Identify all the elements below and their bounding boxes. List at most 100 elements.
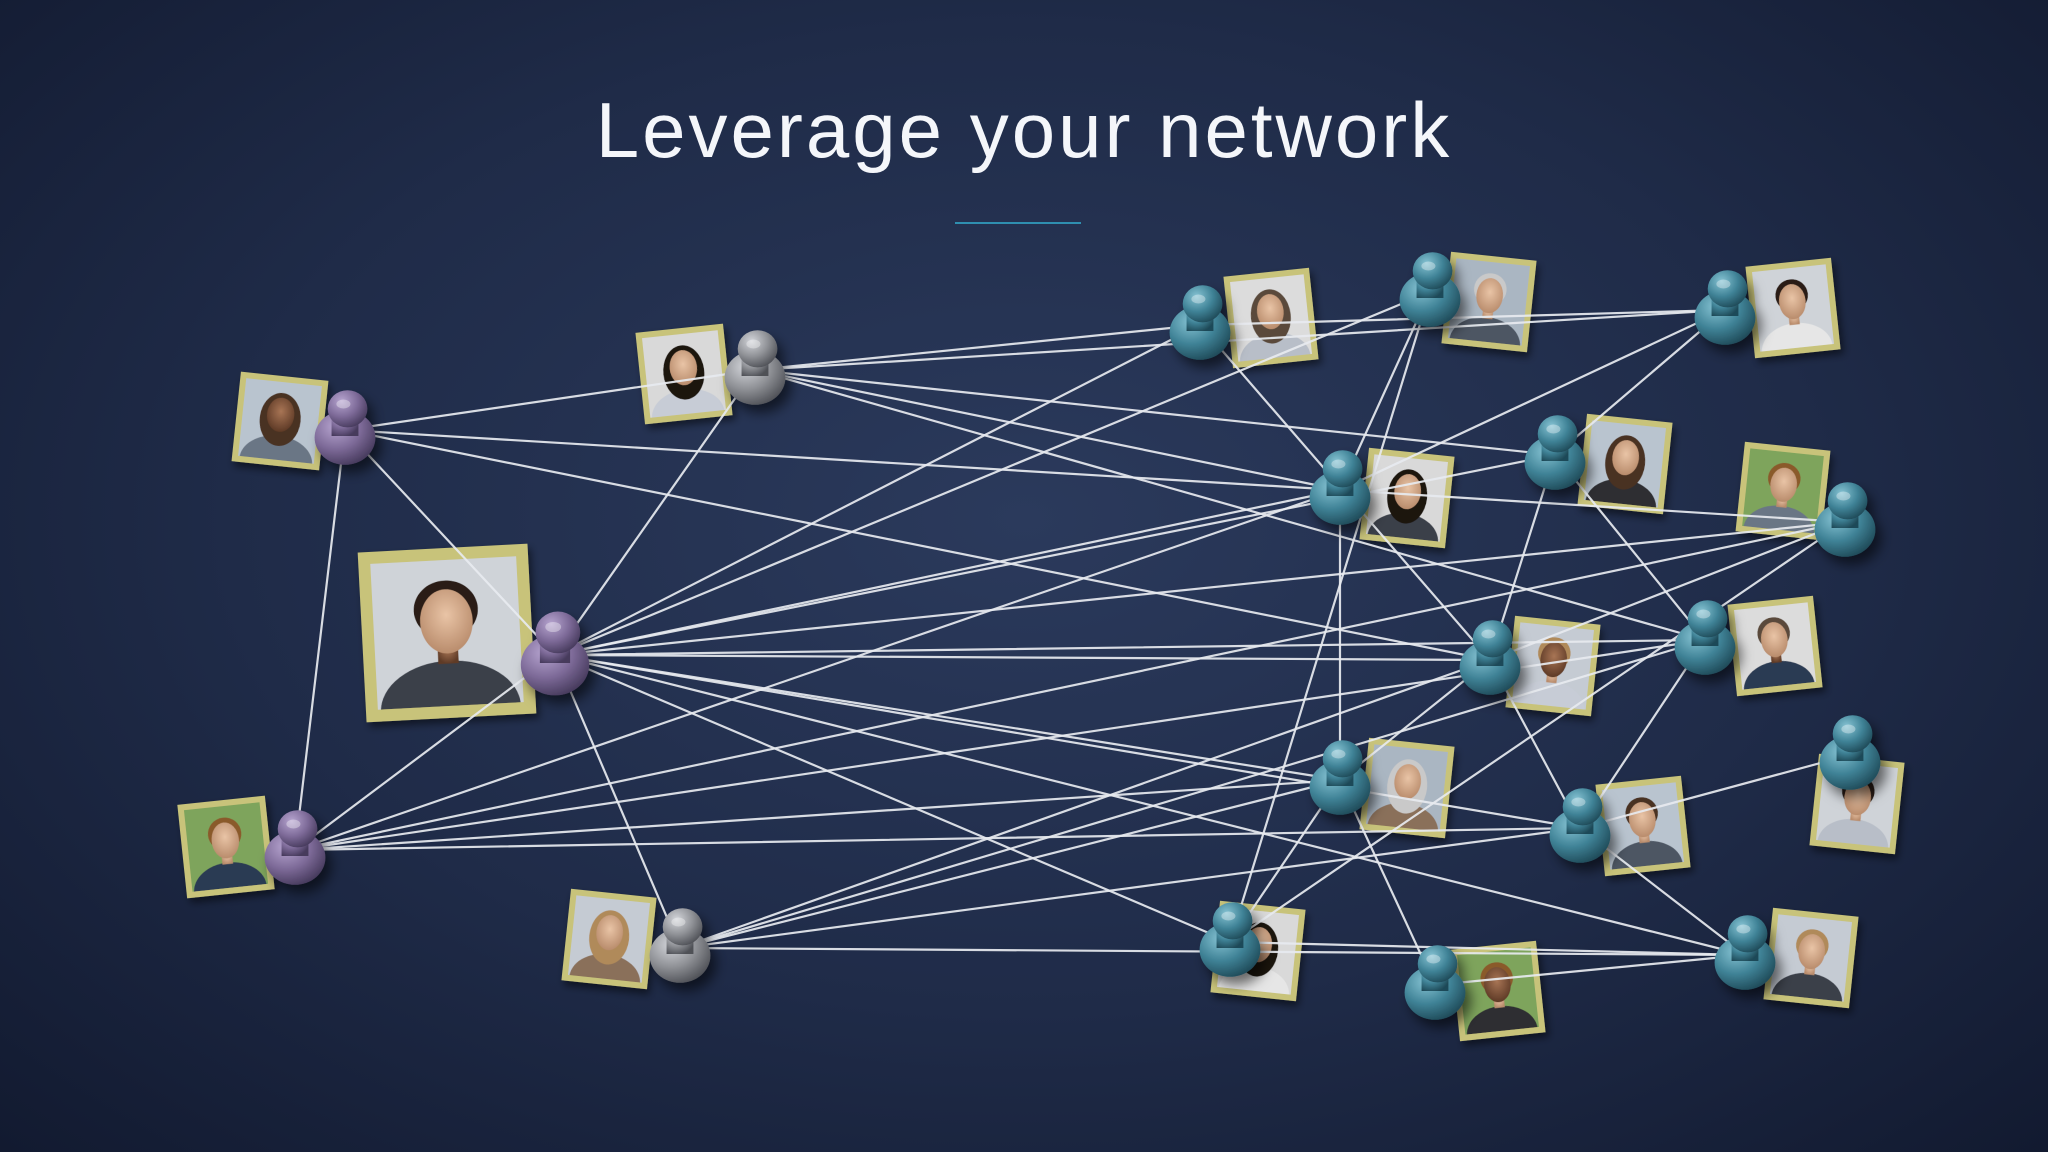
pin-base — [520, 634, 590, 696]
pin-highlight — [1546, 424, 1561, 434]
pushpin-p3 — [264, 810, 326, 885]
string-p1-p2 — [343, 368, 757, 432]
pin-head — [1182, 285, 1223, 323]
portrait-woman-asian-red-top — [1584, 420, 1666, 508]
pushpin-p12 — [1674, 600, 1736, 675]
pin-head — [1687, 600, 1728, 638]
pin-base — [1524, 435, 1586, 490]
pin-highlight — [1696, 609, 1711, 619]
pin-highlight — [545, 621, 562, 633]
string-p2-p9 — [753, 368, 1342, 492]
pin-base — [1199, 922, 1261, 977]
pin-head — [1827, 482, 1868, 520]
string-p1-p3 — [293, 428, 347, 852]
pin-head — [277, 810, 318, 848]
string-p7-p9 — [1338, 308, 1727, 492]
portrait-woman-asian-white-top — [568, 895, 650, 983]
string-p6-p16 — [1228, 290, 1432, 944]
pin-highlight — [1836, 491, 1851, 501]
portrait-man-glasses — [1602, 782, 1684, 870]
string-you-p3 — [293, 653, 557, 852]
string-you-p13 — [553, 653, 1342, 782]
pin-head — [327, 390, 368, 428]
pin-highlight — [1331, 749, 1346, 759]
portrait-man-gray-hair — [1770, 914, 1852, 1002]
pushpin-p18 — [1714, 915, 1776, 990]
photo-card-p13 — [1359, 737, 1455, 839]
pin-base — [1309, 760, 1371, 815]
pin-head — [737, 330, 778, 368]
photo-card-p4 — [561, 888, 657, 990]
string-you-p9 — [553, 488, 1342, 657]
pin-base — [1309, 470, 1371, 525]
pin-base — [1714, 935, 1776, 990]
portrait-man-bald-white-shirt — [1457, 947, 1539, 1035]
pushpin-p2 — [724, 330, 786, 405]
pushpin-p15 — [1549, 788, 1611, 863]
photos-layer — [177, 251, 1905, 1042]
pin-base — [1694, 290, 1756, 345]
string-you-p15 — [553, 653, 1582, 830]
portrait-man-smiling-young — [183, 802, 269, 892]
pushpin-p13 — [1309, 740, 1371, 815]
portrait-man-young-white-shirt — [1734, 602, 1816, 690]
photo-card-p9 — [1359, 447, 1455, 549]
pin-highlight — [336, 399, 351, 409]
pushpin-p11 — [1459, 620, 1521, 695]
string-p15-p18 — [1578, 826, 1747, 957]
pin-highlight — [286, 819, 301, 829]
string-p2-p8 — [753, 368, 1557, 457]
string-p3-p13 — [293, 778, 1342, 852]
string-you-p2 — [553, 368, 757, 657]
string-p3-p15 — [293, 826, 1582, 852]
string-p2-p5 — [753, 323, 1202, 372]
pin-head — [1707, 270, 1748, 308]
pin-head — [1562, 788, 1603, 826]
string-p14-p15 — [1578, 753, 1852, 830]
photo-card-p7 — [1745, 257, 1841, 359]
string-you-p10 — [553, 520, 1847, 657]
pushpin-p7 — [1694, 270, 1756, 345]
pushpin-p5 — [1169, 285, 1231, 360]
photo-card-p17 — [1450, 940, 1546, 1042]
pin-highlight — [1191, 294, 1206, 304]
photo-card-p2 — [635, 323, 733, 425]
pin-head — [1537, 415, 1578, 453]
slide-title: Leverage your network — [595, 86, 1453, 174]
photo-card-p3 — [177, 795, 275, 899]
pin-highlight — [1716, 279, 1731, 289]
string-p5-p7 — [1198, 308, 1727, 327]
photo-card-p8 — [1577, 413, 1673, 515]
string-p16-p18 — [1228, 940, 1747, 957]
photo-card-p15 — [1595, 775, 1691, 877]
pin-base — [1459, 640, 1521, 695]
pushpin-you — [520, 611, 590, 696]
pushpin-p14 — [1819, 715, 1881, 790]
string-you-p8 — [553, 453, 1557, 657]
pin-base — [1674, 620, 1736, 675]
pushpin-p17 — [1404, 945, 1466, 1020]
pin-head — [1727, 915, 1768, 953]
string-p4-p13 — [678, 778, 1342, 950]
string-you-p1 — [343, 428, 557, 657]
string-p12-p15 — [1578, 638, 1707, 830]
string-p4-p15 — [678, 826, 1582, 950]
string-p9-p10 — [1338, 488, 1847, 524]
pushpin-p1 — [314, 390, 376, 465]
string-p2-p7 — [753, 308, 1727, 372]
pin-head — [1322, 740, 1363, 778]
pin-highlight — [1421, 261, 1436, 271]
string-you-p18 — [553, 653, 1747, 957]
string-p10-p11 — [1488, 520, 1847, 662]
pin-highlight — [1481, 629, 1496, 639]
string-p4-p12 — [678, 638, 1707, 950]
pin-base — [1814, 502, 1876, 557]
photo-card-p5 — [1223, 267, 1319, 369]
pin-head — [1472, 620, 1513, 658]
pin-base — [1549, 808, 1611, 863]
pin-highlight — [671, 917, 686, 927]
title-underline — [955, 222, 1081, 224]
pin-head — [662, 908, 703, 946]
pin-highlight — [1426, 954, 1441, 964]
string-p1-p9 — [343, 428, 1342, 492]
